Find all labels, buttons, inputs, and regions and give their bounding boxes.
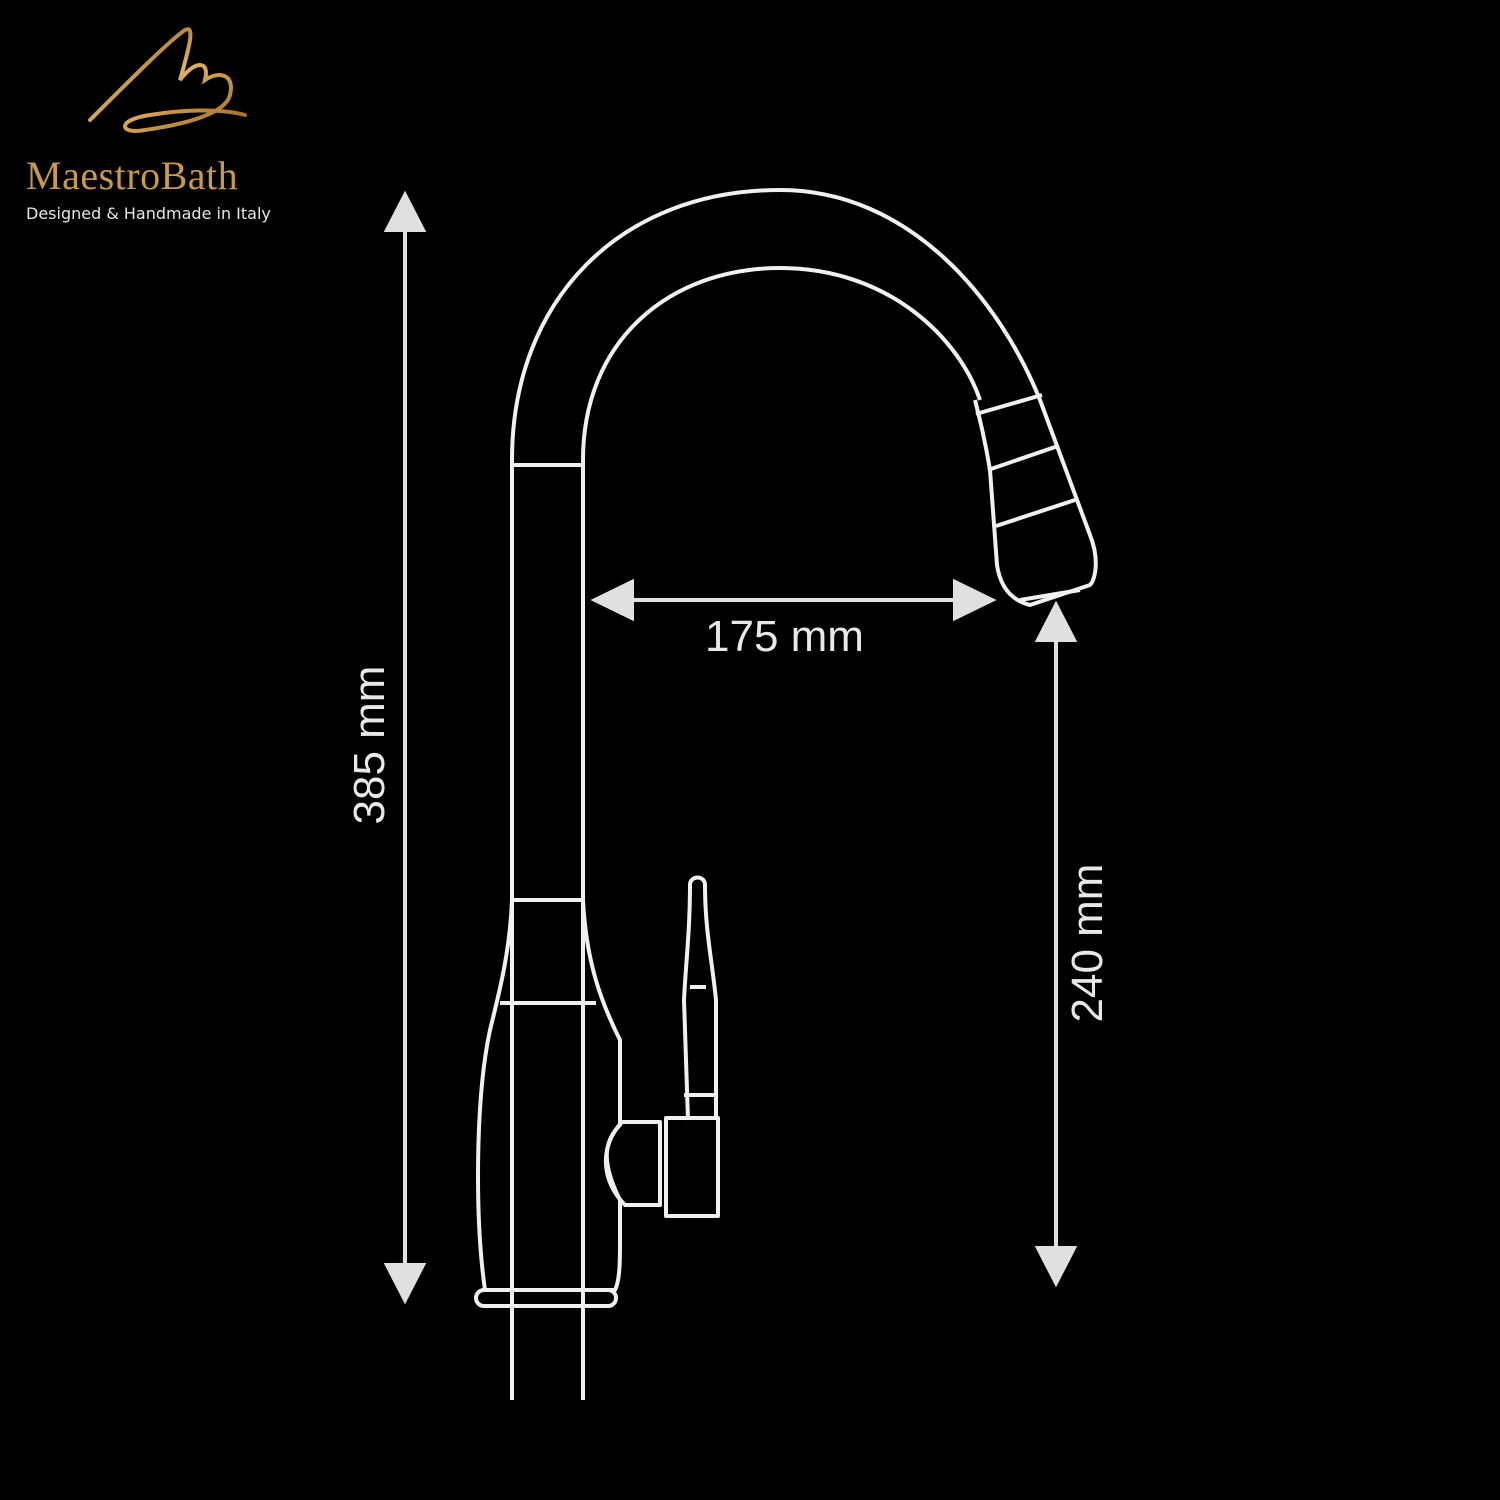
brand-tagline: Designed & Handmade in Italy — [26, 204, 271, 223]
brand-name: MaestroBath — [26, 153, 239, 198]
spout-reach-label: 175 mm — [705, 612, 864, 661]
handle-lever — [682, 875, 718, 1121]
faucet-base — [474, 1288, 618, 1308]
spout-inner — [581, 266, 982, 1400]
total-height-label: 385 mm — [345, 665, 394, 825]
brand-logo — [20, 20, 300, 230]
faucet-body — [476, 898, 622, 1292]
spout-outer — [510, 188, 1098, 1400]
spout-clearance-label: 240 mm — [1063, 863, 1112, 1023]
monogram-icon — [88, 27, 247, 133]
handle-cap — [603, 1120, 662, 1207]
